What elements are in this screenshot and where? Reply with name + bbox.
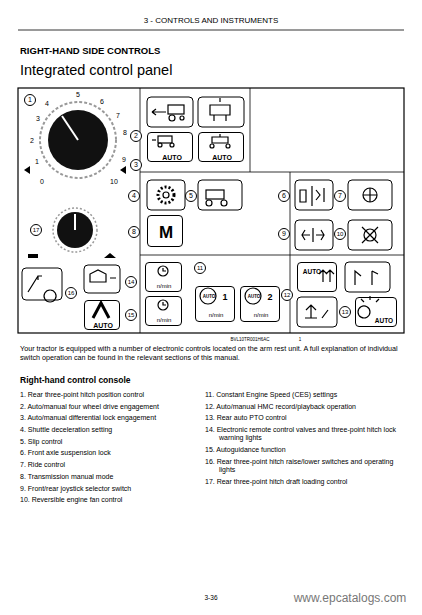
button-key: n/min xyxy=(145,296,182,326)
draft-dial xyxy=(57,212,93,248)
list-item: 7. Ride control xyxy=(20,461,202,469)
figure-code: BVL10TR001H6AC xyxy=(230,337,269,342)
button-key: AUTO xyxy=(147,132,193,162)
button-text: AUTO xyxy=(162,154,182,161)
callout-number: 1 xyxy=(24,94,36,106)
list-item: 1. Rear three-point hitch position contr… xyxy=(20,391,202,399)
dial-number: 6 xyxy=(100,98,104,106)
callout-number: 9 xyxy=(278,228,290,240)
button-text: AUTO xyxy=(303,269,321,276)
button-text: AUTO xyxy=(212,154,232,161)
list-item: 3. Auto/manual differential lock engagem… xyxy=(20,414,202,422)
list-item: 17. Rear three-point hitch draft loading… xyxy=(205,478,403,486)
list-item: 6. Front axle suspension lock xyxy=(20,449,202,457)
button-key: M xyxy=(147,215,183,247)
button-key: AUTO 1 n/min xyxy=(195,286,235,322)
section-heading: RIGHT-HAND SIDE CONTROLS xyxy=(20,45,160,56)
callout-number: 12 xyxy=(281,289,293,301)
dial-number: 1 xyxy=(35,158,39,166)
callout-number: 17 xyxy=(30,224,42,236)
button-text: AUTO xyxy=(248,295,261,300)
callout-number: 13 xyxy=(339,306,351,318)
panel-buttons xyxy=(22,97,392,327)
hitch-dial xyxy=(48,110,108,170)
list-item: 2. Auto/manual four wheel drive engageme… xyxy=(20,403,202,411)
callout-number: 16 xyxy=(65,287,77,299)
list-item: 14. Electronic remote control valves and… xyxy=(205,426,403,443)
dial-pointer xyxy=(62,116,78,140)
list-item: 4. Shuttle deceleration setting xyxy=(20,426,202,434)
dial-number: 2 xyxy=(30,137,34,145)
dial-number: 10 xyxy=(110,178,118,186)
running-header: 3 - CONTROLS AND INSTRUMENTS xyxy=(144,16,279,26)
list-item: 13. Rear auto PTO control xyxy=(205,414,403,422)
list-item: 10. Reversible engine fan control xyxy=(20,496,202,504)
dial-number: 8 xyxy=(123,129,127,137)
button-text: n/min xyxy=(254,312,269,318)
list-item: 12. Auto/manual HMC record/playback oper… xyxy=(205,403,403,411)
button-key: AUTO 2 n/min xyxy=(240,286,280,322)
button-text: AUTO xyxy=(93,322,113,329)
callout-number: 3 xyxy=(130,159,142,171)
figure-number: 1 xyxy=(299,337,302,342)
button-key: AUTO xyxy=(297,262,337,292)
button-text: n/min xyxy=(157,283,172,289)
figure-heading: Integrated control panel xyxy=(20,62,172,79)
callout-number: 8 xyxy=(128,226,140,238)
button-text: 2 xyxy=(267,293,272,302)
button-text: n/min xyxy=(209,312,224,318)
callout-number: 7 xyxy=(334,190,346,202)
callout-number: 10 xyxy=(334,228,346,240)
dial-number: 7 xyxy=(116,112,120,120)
callout-number: 15 xyxy=(125,309,137,321)
button-icons xyxy=(28,98,379,318)
list-item: 8. Transmission manual mode xyxy=(20,473,202,481)
dial-scale xyxy=(53,208,97,252)
dial-scale xyxy=(40,102,116,178)
dial-number: 3 xyxy=(36,115,40,123)
callout-number: 4 xyxy=(128,190,140,202)
list-item: 5. Slip control xyxy=(20,438,202,446)
list-item: 15. Autoguidance function xyxy=(205,446,403,454)
button-key: AUTO xyxy=(198,132,244,162)
header-rule xyxy=(18,30,404,31)
dial-number: 0 xyxy=(40,178,44,186)
dial-icons xyxy=(24,166,126,258)
callout-number: 14 xyxy=(125,276,137,288)
panel-outline xyxy=(18,88,404,333)
list-item: 16. Rear three-point hitch raise/lower s… xyxy=(205,458,403,475)
list-item: 9. Front/rear joystick selector switch xyxy=(20,485,202,493)
list-heading: Right-hand control console xyxy=(20,375,131,385)
body-text: Your tractor is equipped with a number o… xyxy=(20,345,404,362)
dial-number: 5 xyxy=(76,91,80,99)
dial-number: 9 xyxy=(122,156,126,164)
button-key: AUTO xyxy=(84,300,120,330)
button-key: AUTO xyxy=(355,297,397,327)
button-text: AUTO xyxy=(203,295,216,300)
callout-number: 6 xyxy=(278,190,290,202)
button-text: n/min xyxy=(157,317,172,323)
callout-number: 11 xyxy=(194,262,206,274)
button-key: n/min xyxy=(145,262,182,292)
list-item: 11. Constant Engine Speed (CES) settings xyxy=(205,391,403,399)
dial-number: 4 xyxy=(45,100,49,108)
button-text: 1 xyxy=(222,293,227,302)
button-text: M xyxy=(159,224,173,241)
callout-number: 5 xyxy=(185,190,197,202)
page-number: 3-36 xyxy=(204,594,217,602)
panel-dividers xyxy=(140,88,404,333)
callout-number: 2 xyxy=(130,130,142,142)
dial-pointer xyxy=(74,214,76,230)
button-text: AUTO xyxy=(375,318,393,325)
watermark: www.epcatalogs.com xyxy=(294,591,407,605)
